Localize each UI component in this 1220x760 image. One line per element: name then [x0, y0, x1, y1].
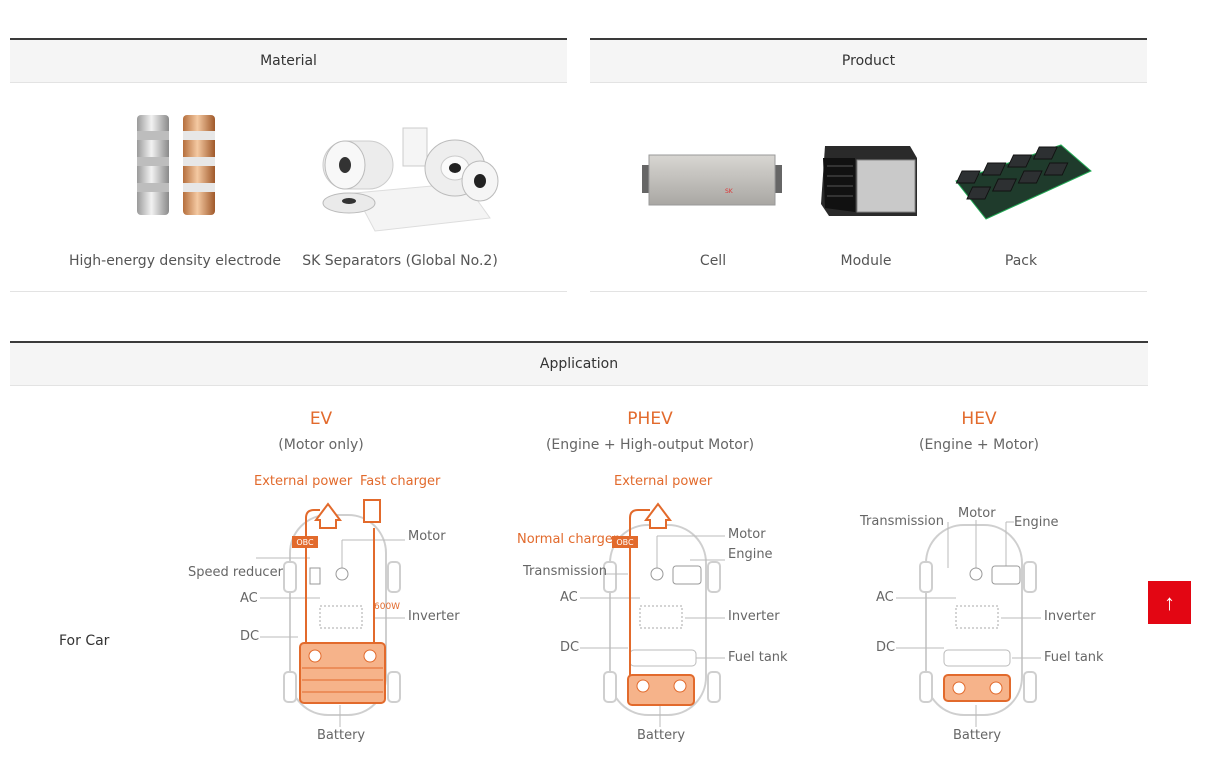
ev-battery: Battery: [317, 728, 366, 743]
pack-image: [955, 144, 1092, 220]
cell-brand: SK: [725, 188, 734, 195]
product-module-label: Module: [840, 253, 892, 269]
hev-fuel-tank: Fuel tank: [1044, 650, 1104, 665]
ev-ac: AC: [240, 591, 258, 606]
phev-fuel-tank: Fuel tank: [728, 650, 788, 665]
phev-inverter: Inverter: [728, 609, 780, 624]
phev-diagram: OBC: [580, 502, 725, 727]
separator-image: [322, 127, 499, 232]
cell-image: SK: [642, 154, 782, 206]
scroll-top-button[interactable]: ↑: [1148, 581, 1191, 624]
ev-dc: DC: [240, 629, 260, 644]
ev-inverter: Inverter: [408, 609, 460, 624]
hev-ac: AC: [876, 590, 894, 605]
hev-diagram: [896, 520, 1041, 727]
phev-transmission: Transmission: [523, 564, 607, 579]
phev-battery: Battery: [637, 728, 686, 743]
product-panel: Product SK: [590, 38, 1147, 292]
phev-motor: Motor: [728, 527, 766, 542]
ev-fast-charger: Fast charger: [360, 474, 441, 489]
material-electrode-label: High-energy density electrode: [68, 253, 282, 269]
ev-subtitle: (Motor only): [278, 437, 364, 453]
product-body: SK Cell Module Pack: [590, 83, 1147, 292]
ev-600w-label: 600W: [374, 602, 400, 612]
ev-diagram: OBC 600W: [256, 499, 405, 727]
phev-subtitle: (Engine + High-output Motor): [545, 437, 755, 453]
phev-normal-charger: Normal charger: [517, 532, 619, 547]
phev-external-power: External power: [614, 474, 713, 489]
application-title: Application: [10, 343, 1148, 386]
phev-dc: DC: [560, 640, 580, 655]
product-pack-label: Pack: [1004, 253, 1038, 269]
phev-obc-label: OBC: [616, 538, 634, 547]
material-panel: Material High-energ: [10, 38, 567, 292]
material-body: High-energy density electrode SK Separat…: [10, 83, 567, 292]
arrow-up-icon: ↑: [1164, 589, 1175, 615]
electrode-image: [137, 115, 215, 215]
hev-subtitle: (Engine + Motor): [919, 437, 1039, 453]
product-cell-label: Cell: [699, 253, 727, 269]
for-car-label: For Car: [59, 633, 110, 649]
ev-motor: Motor: [408, 529, 446, 544]
phev-engine: Engine: [728, 547, 773, 562]
ev-obc-label: OBC: [296, 538, 314, 547]
hev-battery: Battery: [953, 728, 1002, 743]
hev-inverter: Inverter: [1044, 609, 1096, 624]
hev-motor: Motor: [958, 506, 996, 521]
hev-title: HEV: [961, 409, 997, 429]
ev-speed-reducer: Speed reducer: [188, 565, 283, 580]
material-separator-label: SK Separators (Global No.2): [302, 253, 498, 269]
phev-ac: AC: [560, 590, 578, 605]
module-image: [821, 146, 917, 216]
hev-dc: DC: [876, 640, 896, 655]
phev-title: PHEV: [627, 409, 673, 429]
ev-external-power: External power: [254, 474, 353, 489]
hev-transmission: Transmission: [860, 514, 944, 529]
product-title: Product: [590, 40, 1147, 83]
material-title: Material: [10, 40, 567, 83]
hev-engine: Engine: [1014, 515, 1059, 530]
ev-title: EV: [309, 409, 333, 429]
application-panel: Application: [10, 341, 1148, 386]
